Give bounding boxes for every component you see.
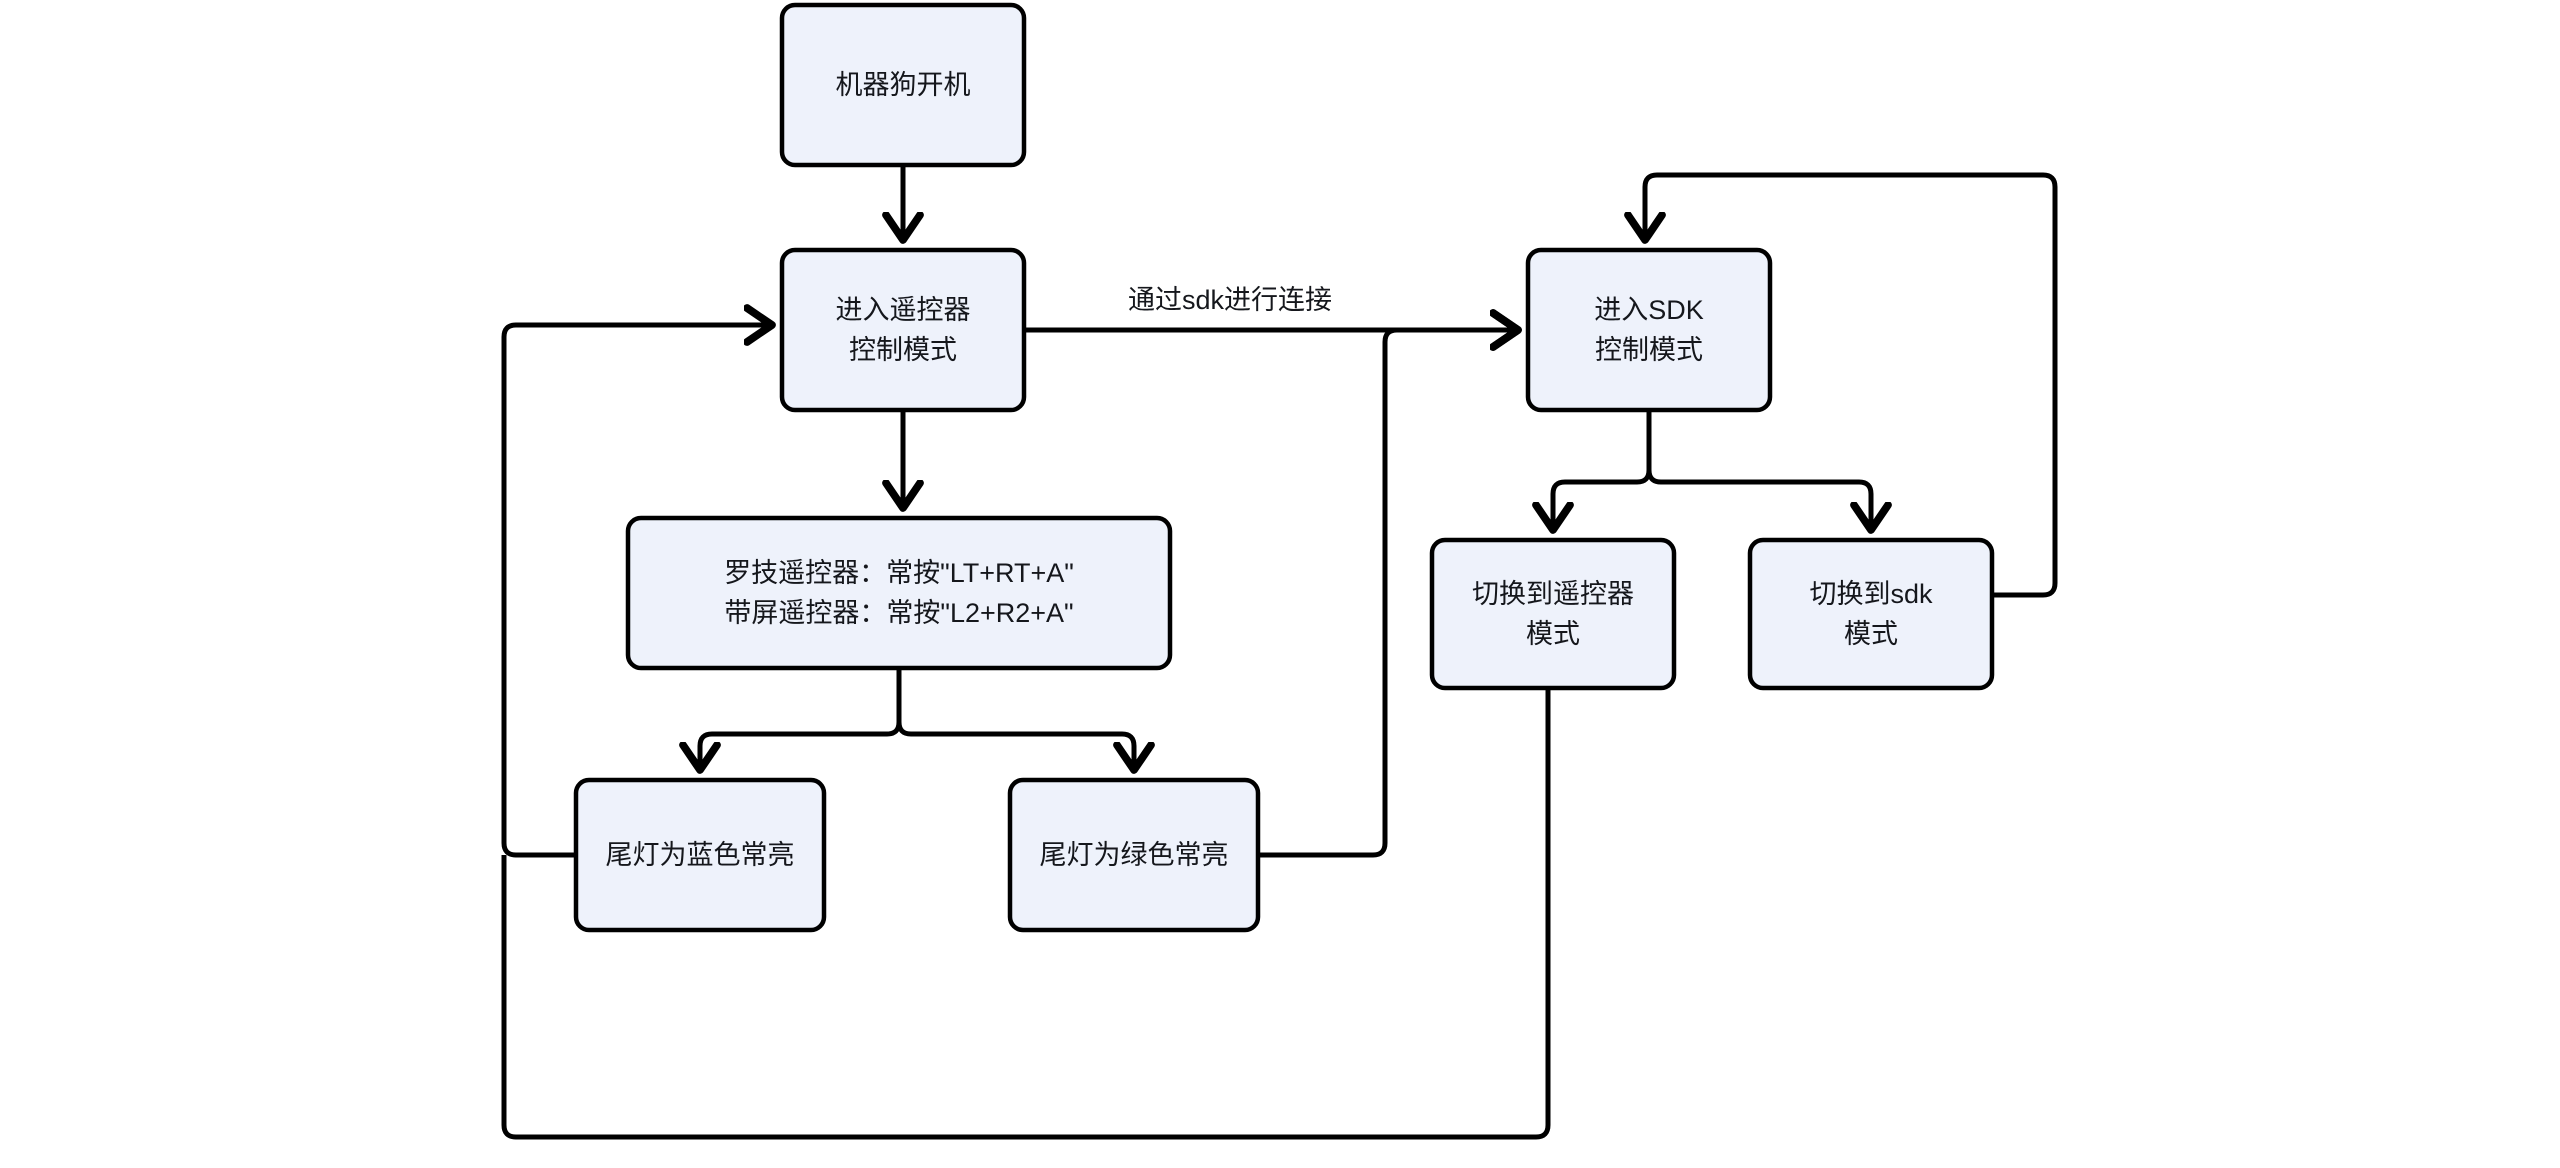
- node-switch-to-sdk[interactable]: [1747, 537, 1995, 691]
- edge-taillight-blue-to-remote-mode: [501, 325, 770, 858]
- edge-label-sdk-connect: 通过sdk进行连接: [1128, 285, 1333, 315]
- edge-switch-sdk-to-sdk-mode: [1645, 172, 2058, 598]
- node-switch-to-remote[interactable]: [1429, 537, 1677, 691]
- node-power-on[interactable]: [779, 2, 1027, 168]
- edge-layer: [501, 165, 2058, 1140]
- edge-sdk-mode-to-switch-remote: [1553, 410, 1652, 528]
- node-controller-hint[interactable]: [625, 515, 1173, 671]
- node-layer: [573, 2, 1995, 933]
- edge-taillight-green-to-sdk-mode: [1258, 330, 1516, 858]
- edge-hint-to-taillight-blue: [700, 668, 902, 768]
- edge-hint-to-taillight-green: [896, 668, 1134, 768]
- node-taillight-blue[interactable]: [573, 777, 827, 933]
- node-remote-control-mode[interactable]: [779, 247, 1027, 413]
- edge-switch-remote-to-remote-mode: [501, 688, 1551, 1140]
- node-sdk-control-mode[interactable]: [1525, 247, 1773, 413]
- edge-sdk-mode-to-switch-sdk: [1646, 410, 1871, 528]
- node-taillight-green[interactable]: [1007, 777, 1261, 933]
